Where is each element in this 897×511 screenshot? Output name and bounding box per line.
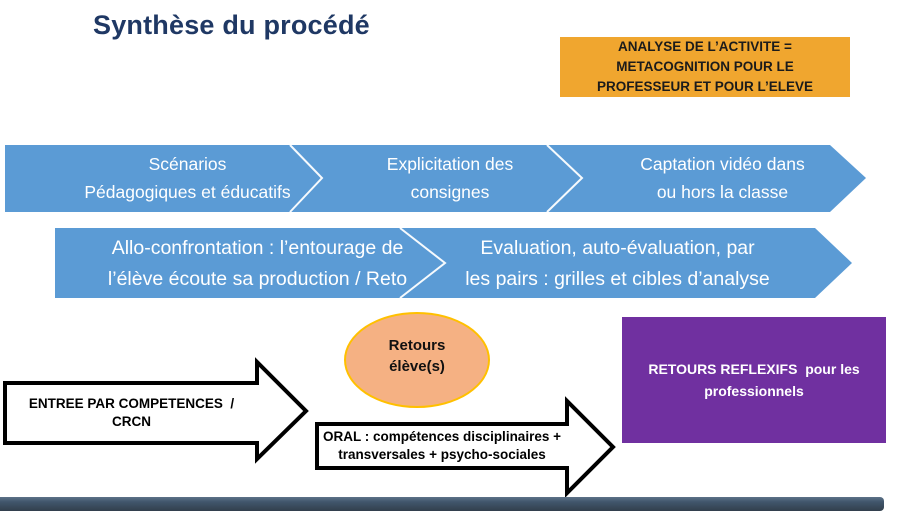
page-title: Synthèse du procédé <box>93 10 370 40</box>
chevron-divider-icon <box>546 144 584 213</box>
process-band-1-shape <box>5 145 866 212</box>
retours-reflexifs-box: RETOURS REFLEXIFS pour les professionnel… <box>622 317 886 443</box>
process-step-evaluation: Evaluation, auto-évaluation, par les pai… <box>465 237 770 290</box>
entree-competences-label: ENTREE PAR COMPETENCES / CRCN <box>28 396 238 429</box>
right-arrow-icon <box>3 357 309 464</box>
footer-bar <box>0 497 884 511</box>
process-step-explicitation: Explicitation des consignes <box>386 154 514 202</box>
right-arrow-icon <box>315 396 616 498</box>
process-step-allo-confrontation: Allo-confrontation : l’entourage de l’él… <box>107 237 408 290</box>
oral-competences-label: ORAL : compétences disciplinaires + tran… <box>323 429 561 462</box>
chevron-divider-icon <box>289 144 324 213</box>
process-band-2-shape <box>55 228 852 298</box>
analysis-note-box: ANALYSE DE L’ACTIVITE = METACOGNITION PO… <box>560 37 850 97</box>
retours-eleves-bubble: Retours élève(s) <box>344 312 490 408</box>
process-step-scenarios: Scénarios Pédagogiques et éducatifs <box>84 154 291 202</box>
retours-reflexifs-label: RETOURS REFLEXIFS pour les professionnel… <box>648 361 860 399</box>
retours-eleves-label: Retours élève(s) <box>388 337 446 375</box>
analysis-note-text: ANALYSE DE L’ACTIVITE = METACOGNITION PO… <box>596 38 814 95</box>
chevron-divider-icon <box>399 227 447 299</box>
process-step-captation: Captation vidéo dans ou hors la classe <box>640 154 805 202</box>
